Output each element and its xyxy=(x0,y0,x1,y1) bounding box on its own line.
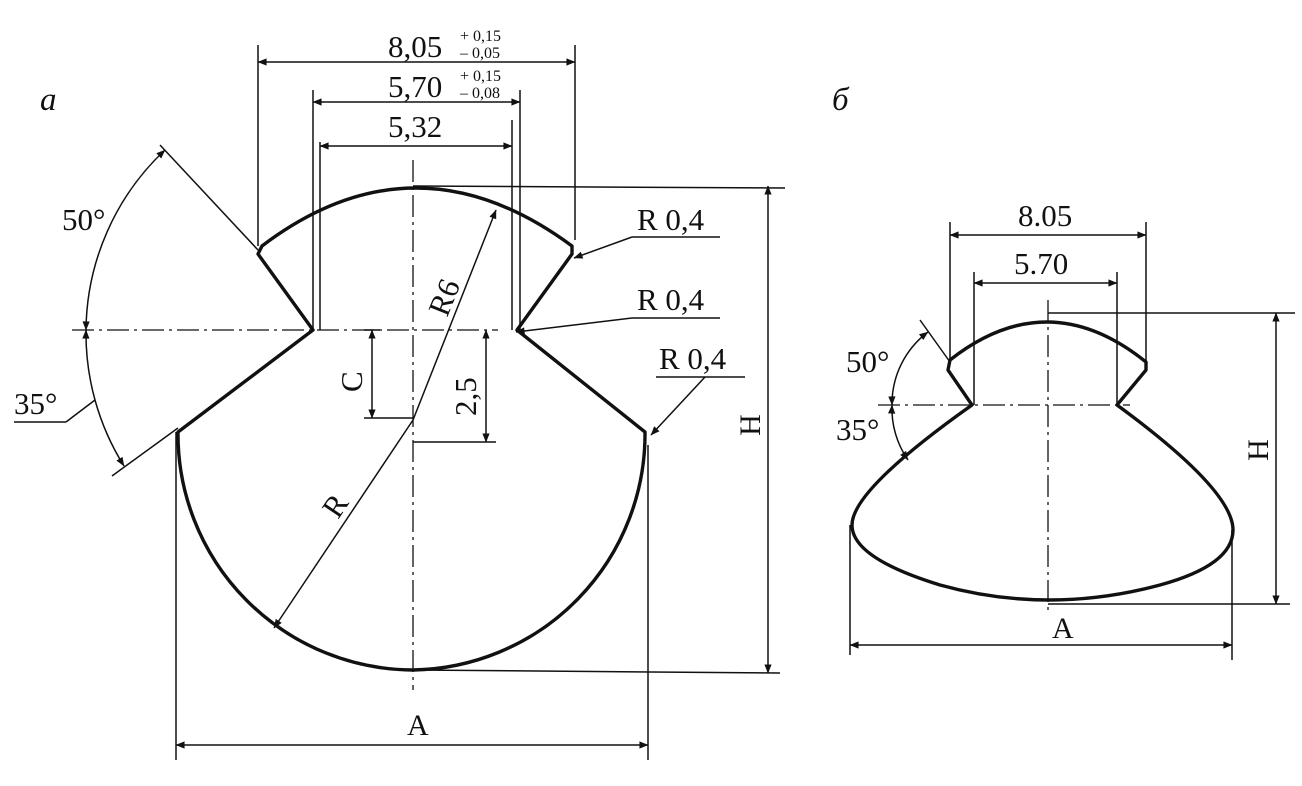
angle-35-a: 35° xyxy=(14,386,57,421)
dim-height-a: H xyxy=(734,414,767,436)
dim-neck-top-tol-upper: + 0,15 xyxy=(460,68,501,85)
dim-neck-top-tol-lower: – 0,08 xyxy=(459,85,500,102)
angle-arc-35-b xyxy=(888,404,909,461)
r-corner-1: R 0,4 xyxy=(637,202,705,237)
angle-arc-50 xyxy=(82,149,166,331)
angle-35-b: 35° xyxy=(836,412,879,447)
r-corner-2: R 0,4 xyxy=(637,282,705,317)
dim-outer-tol-lower: – 0,05 xyxy=(459,45,500,62)
ext-line xyxy=(111,427,179,477)
dim-width-b: A xyxy=(1052,612,1074,645)
radius-r6: R6 xyxy=(421,274,467,321)
ext-line xyxy=(412,185,786,189)
dim-offset: 2,5 xyxy=(448,377,483,416)
r-leader-1 xyxy=(573,236,633,259)
dim-neck-b: 5.70 xyxy=(1014,246,1068,281)
profile-a-outline xyxy=(176,186,647,672)
dim-outer-nominal: 8,05 xyxy=(388,29,442,64)
figure-a: 8,05 + 0,15 – 0,05 5,70 + 0,15 – 0,08 5,… xyxy=(14,28,786,760)
dim-width-a: A xyxy=(407,709,429,742)
figure-label-a: а xyxy=(40,82,57,118)
ext-line xyxy=(412,669,781,674)
r-leader-3 xyxy=(650,376,706,436)
figure-label-b: б xyxy=(832,82,850,118)
ext-line xyxy=(919,319,951,363)
dim-neck-value: 5,32 xyxy=(388,109,442,144)
dim-outer-b: 8.05 xyxy=(1018,198,1072,233)
r-corner-3: R 0,4 xyxy=(659,341,727,376)
angle-35-leader xyxy=(65,399,96,423)
dim-c: C xyxy=(334,371,369,392)
angle-arc-35 xyxy=(82,329,125,467)
radius-r6-line xyxy=(412,209,497,421)
profile-b-outline xyxy=(850,320,1235,602)
radius-r: R xyxy=(315,487,356,524)
figure-b: 8.05 5.70 A H 50° 35° б xyxy=(832,82,1295,660)
dim-outer-tol-upper: + 0,15 xyxy=(460,28,501,45)
angle-50-a: 50° xyxy=(62,202,105,237)
angle-arc-50-b xyxy=(888,331,929,406)
angle-50-b: 50° xyxy=(846,344,889,379)
ext-line xyxy=(159,144,259,251)
radius-r-line xyxy=(273,419,414,629)
dim-height-b: H xyxy=(1242,439,1275,461)
dim-neck-top-nominal: 5,70 xyxy=(388,69,442,104)
r-leader-2 xyxy=(515,317,633,335)
